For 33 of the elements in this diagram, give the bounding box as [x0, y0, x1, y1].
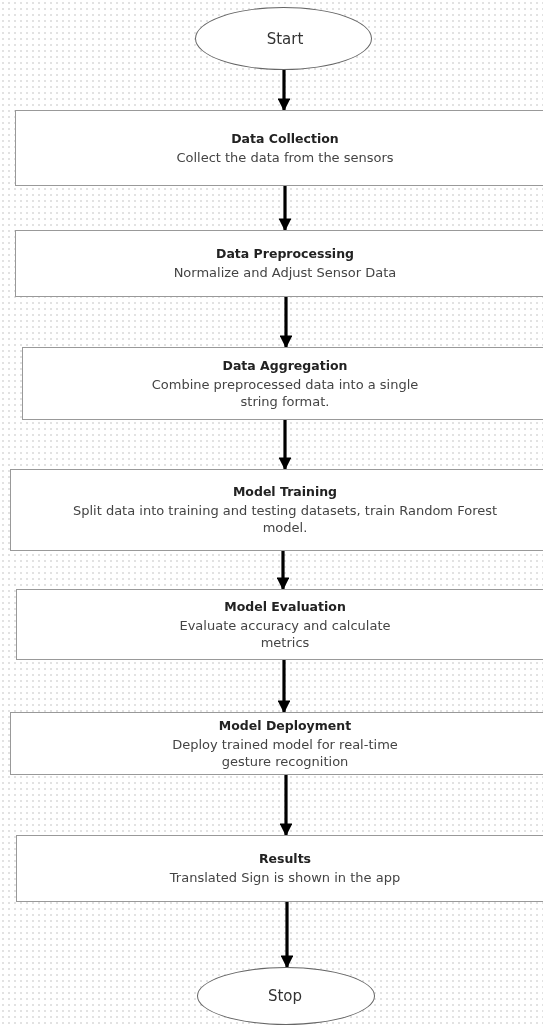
step-description: Evaluate accuracy and calculate metrics	[178, 616, 392, 651]
terminal-oval	[197, 967, 375, 1025]
process-box	[10, 469, 543, 551]
step-title: Model Deployment	[218, 717, 352, 733]
process-box	[16, 589, 543, 660]
step-title: Data Aggregation	[222, 357, 348, 373]
arrow	[278, 420, 292, 471]
terminal-label: Stop	[267, 987, 303, 1005]
step-description: Translated Sign is shown in the app	[169, 869, 401, 886]
terminal-label: Start	[266, 29, 304, 48]
step-description: Deploy trained model for real-time gesture recognition	[171, 735, 399, 770]
process-box	[22, 347, 543, 420]
step-title: Model Evaluation	[224, 598, 346, 614]
process-box	[15, 230, 543, 297]
step-description: Collect the data from the sensors	[176, 148, 394, 166]
arrow	[279, 775, 293, 837]
step-title: Model Training	[232, 484, 338, 499]
arrow	[277, 70, 291, 112]
step-title: Data Preprocessing	[216, 246, 354, 261]
arrow	[280, 902, 294, 969]
step-description: Combine preprocessed data into a single string format.	[150, 375, 420, 410]
step-title: Results	[258, 851, 312, 866]
arrow	[278, 186, 292, 232]
arrow	[279, 297, 293, 349]
process-box	[16, 835, 543, 902]
step-description: Split data into training and testing datasets, train Random Forest model.	[71, 502, 499, 536]
arrow	[276, 551, 290, 591]
step-title: Data Collection	[231, 130, 339, 146]
process-box	[15, 110, 543, 186]
terminal-oval	[195, 7, 372, 70]
arrow	[277, 660, 291, 714]
step-description: Normalize and Adjust Sensor Data	[173, 264, 397, 281]
process-box	[10, 712, 543, 775]
